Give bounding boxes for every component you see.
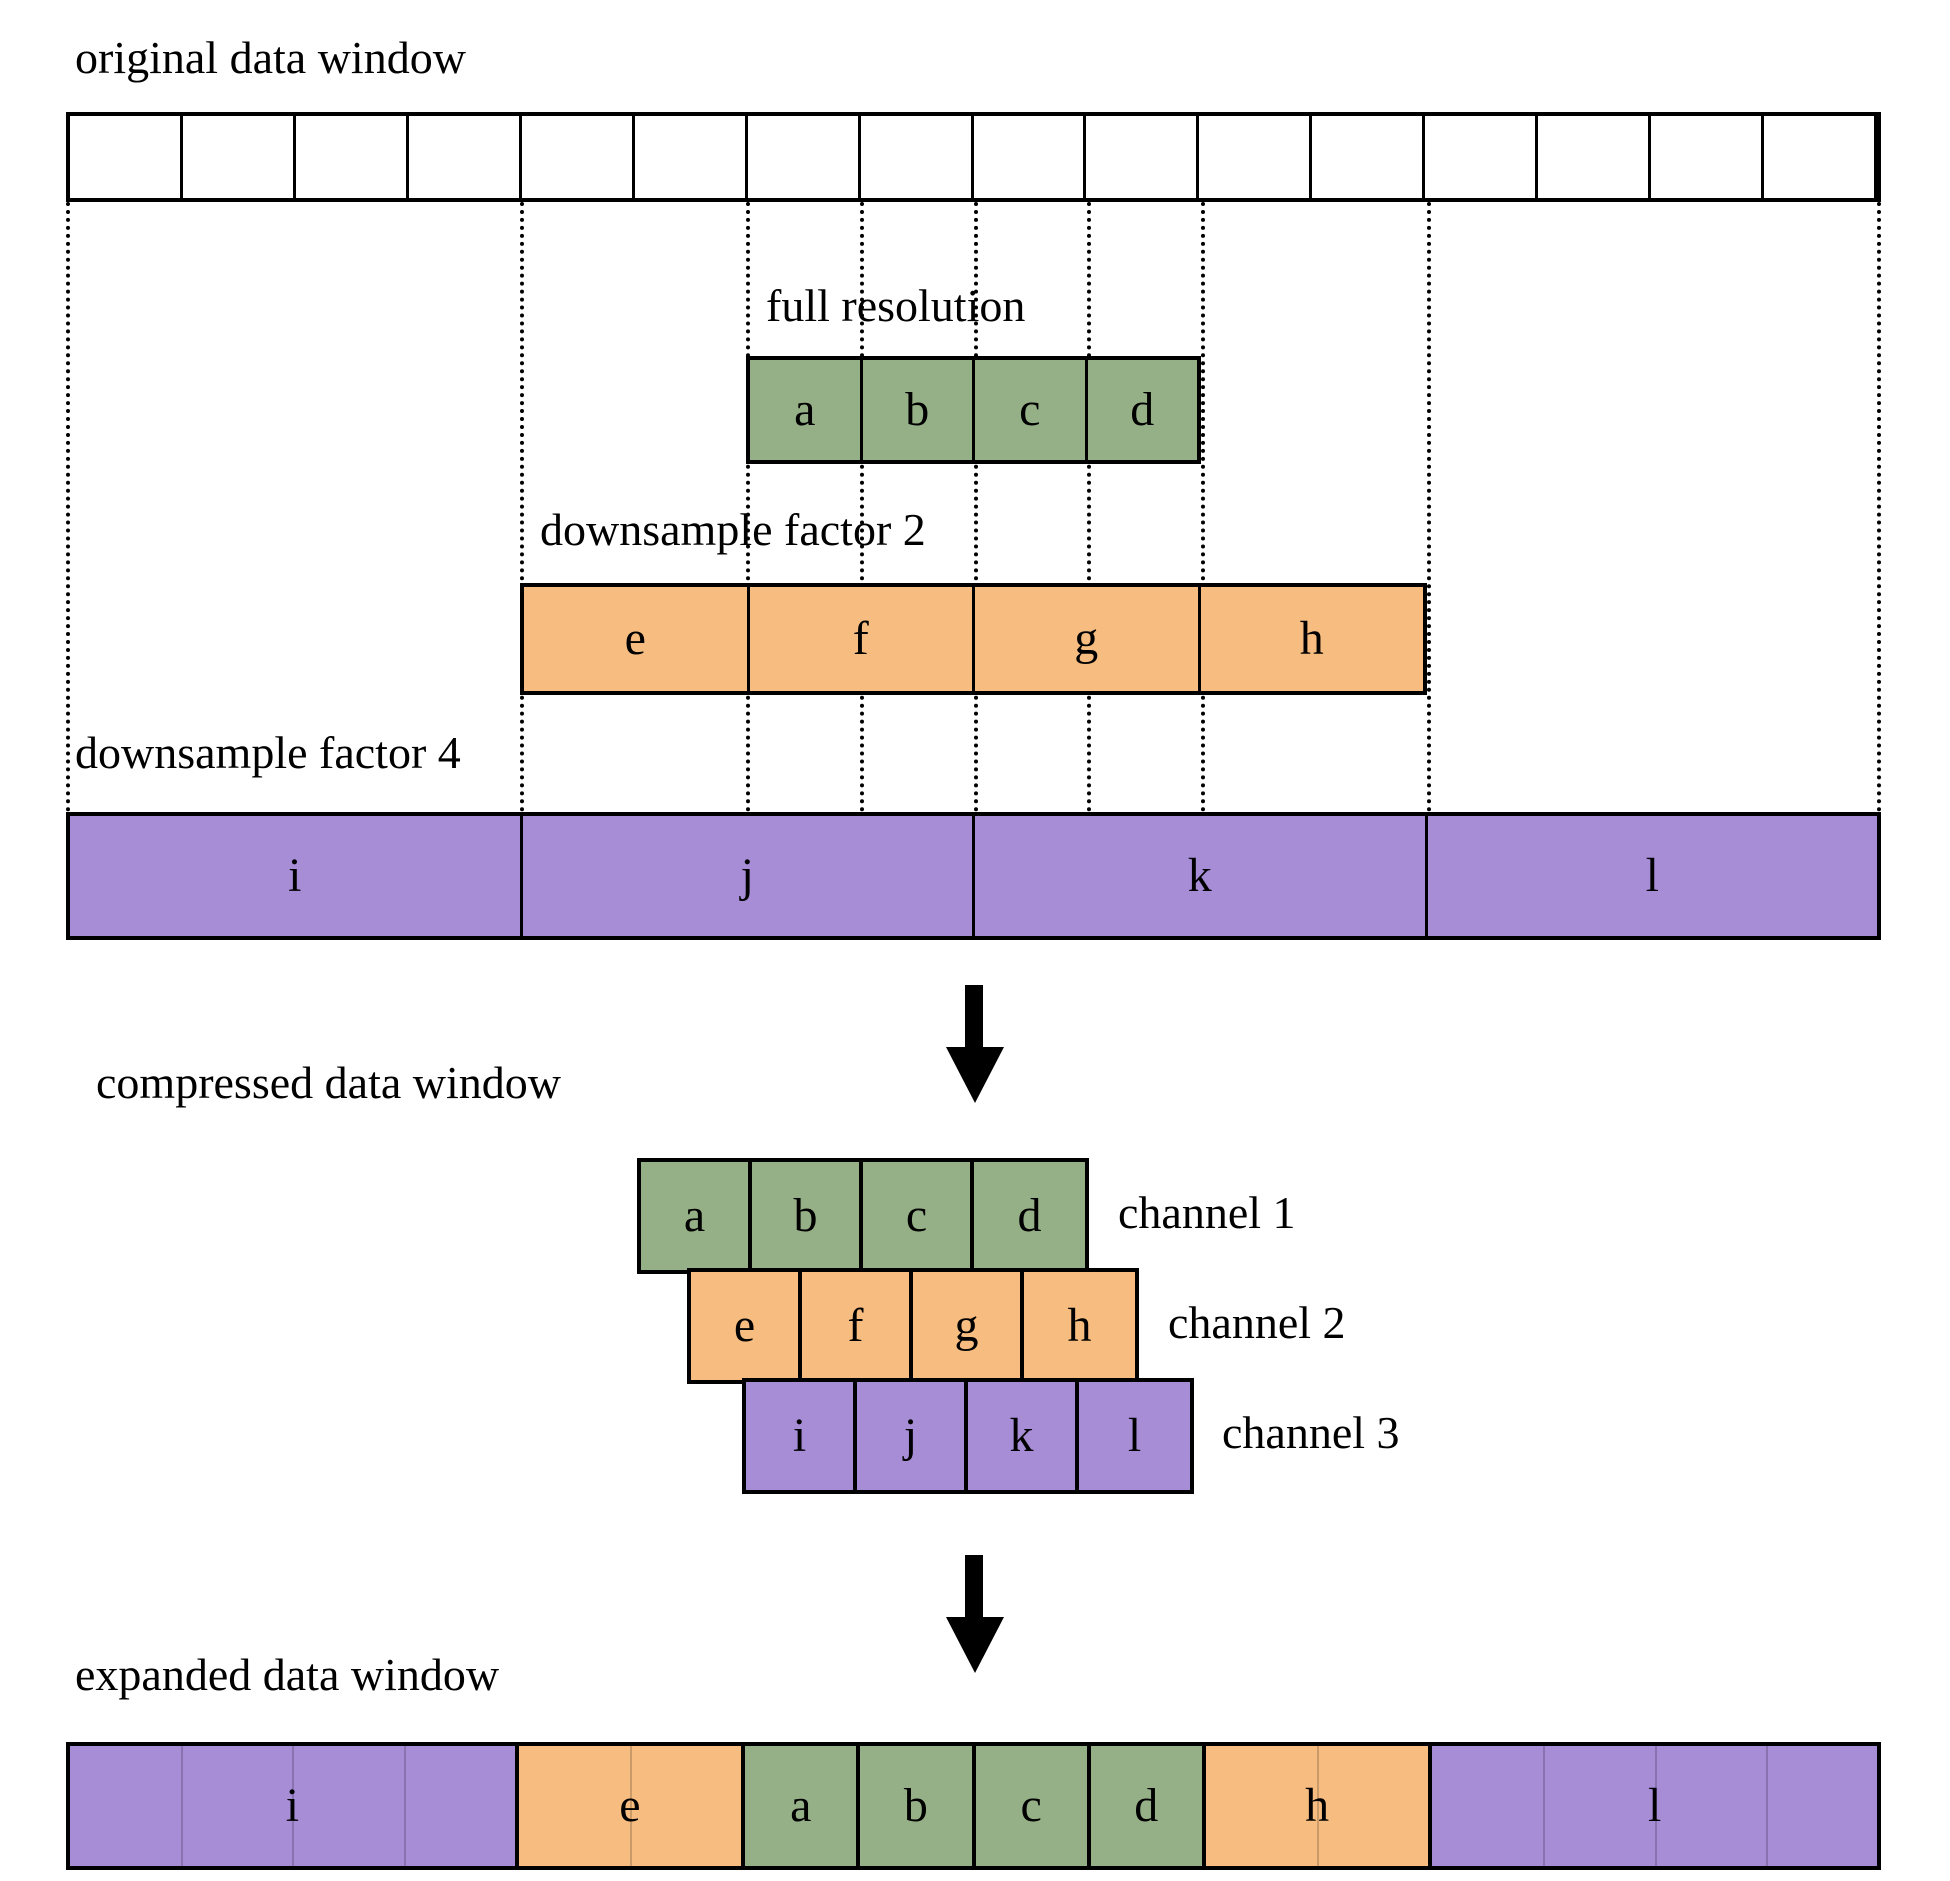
expanded-window-cell: d [1090,1746,1206,1866]
expanded-cell-label: l [1647,1779,1662,1832]
guide-line-0 [66,202,70,812]
original-window-cell [1764,116,1877,198]
guide-line-4 [974,202,978,812]
guide-line-5 [1087,202,1091,812]
expanded-subdivider [292,1746,295,1866]
guide-line-8 [1877,202,1881,812]
expanded-cell-label: c [1020,1779,1042,1832]
original-window-cell [183,116,296,198]
downsample2-row-cell: f [750,587,975,691]
compressed-cell: e [691,1272,802,1380]
expanded-cell-label: e [619,1779,641,1832]
expanded-cell-label: d [1134,1779,1159,1832]
compressed-cell: g [913,1272,1024,1380]
channel-3-label: channel 3 [1222,1407,1400,1458]
compressed-cell: i [746,1382,857,1490]
expanded-subdivider [1543,1746,1546,1866]
full-resolution-row-cell: a [750,360,863,460]
full-resolution-label: full resolution [766,280,1026,331]
compressed-cell: j [857,1382,968,1490]
channel-1-label: channel 1 [1118,1187,1296,1238]
expanded-subdivider [181,1746,184,1866]
compressed-cell: l [1127,1409,1142,1462]
expanded-window-cell: a [745,1746,861,1866]
full-resolution-row-cell: d [1130,383,1155,436]
expanded-subdivider [629,1746,632,1866]
original-window-cell [70,116,183,198]
downsample4-row-cell: j [523,816,975,936]
full-resolution-row-cell: c [975,360,1088,460]
original-window-cell [1651,116,1765,198]
expanded-window-cell: e [518,1746,746,1866]
compressed-cell: d [1017,1189,1042,1242]
original-window-cell [974,116,1087,198]
compressed-cell: k [968,1382,1079,1490]
guide-line-7 [1427,202,1431,812]
expanded-subdivider [1317,1746,1320,1866]
expanded-subdivider [1654,1746,1657,1866]
compressed-cell: a [641,1162,752,1270]
compressed-data-window-title: compressed data window [96,1057,561,1108]
compressed-cell: f [802,1272,913,1380]
guide-line-6 [1201,202,1205,812]
original-window-cell [1425,116,1539,198]
original-window-cell [1538,116,1652,198]
original-data-window-strip [66,112,1881,202]
original-window-cell [409,116,522,198]
expanded-window-cell: l [1432,1746,1877,1866]
expanded-window-cell: i [70,1746,519,1866]
expanded-cell-label: h [1305,1779,1330,1832]
original-window-cell [861,116,974,198]
downsample2-row-cell: g [975,587,1201,691]
channel-2-label: channel 2 [1168,1297,1346,1348]
expanded-subdivider [1765,1746,1768,1866]
expanded-subdivider [403,1746,406,1866]
full-resolution-row-cell: b [863,360,975,460]
guide-line-3 [860,202,864,812]
expanded-data-window-title: expanded data window [75,1649,500,1700]
original-window-cell [1086,116,1200,198]
downsample2-row-cell: e [524,587,750,691]
downsample4-row-cell: k [975,816,1428,936]
original-window-cell [296,116,409,198]
original-window-cell [1199,116,1313,198]
original-data-window-title: original data window [75,32,466,83]
expanded-cell-label: b [903,1779,928,1832]
original-window-cell [1312,116,1426,198]
original-window-cell [748,116,861,198]
downsample-factor-2-label: downsample factor 2 [540,504,926,555]
downsample4-row-cell: i [70,816,523,936]
expanded-cell-label: a [790,1779,812,1832]
downsample4-row-cell: l [1645,849,1659,902]
guide-line-1 [520,202,524,812]
expanded-window-cell: c [975,1746,1091,1866]
guide-line-2 [746,202,750,812]
original-window-cell [522,116,635,198]
arrow-original-to-compressed [946,985,1004,1103]
compressed-cell: b [752,1162,863,1270]
expanded-window-cell: b [860,1746,976,1866]
downsample2-row-cell: h [1299,612,1324,665]
expanded-cell-label: i [285,1779,300,1832]
downsample-factor-4-label: downsample factor 4 [75,727,461,778]
original-window-cell [635,116,748,198]
expanded-window-cell: h [1205,1746,1433,1866]
compressed-cell: h [1067,1299,1092,1352]
compressed-cell: c [863,1162,974,1270]
arrow-compressed-to-expanded [946,1555,1004,1673]
